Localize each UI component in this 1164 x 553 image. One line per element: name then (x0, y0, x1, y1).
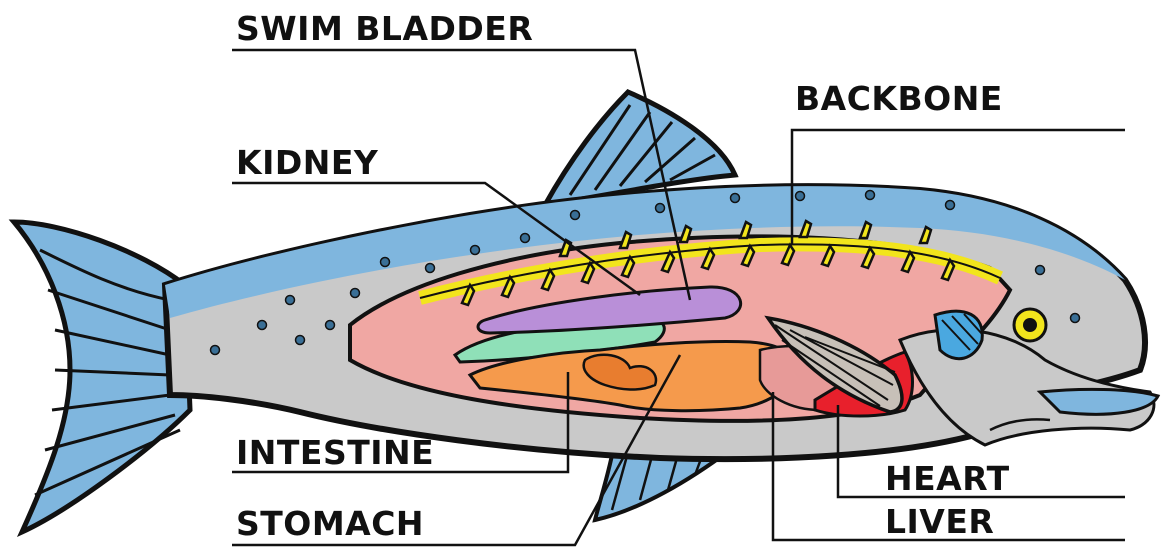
tail-fin (14, 222, 190, 532)
label-liver: LIVER (885, 505, 994, 538)
gill (935, 311, 982, 359)
label-intestine: INTESTINE (236, 436, 434, 469)
label-stomach: STOMACH (236, 507, 424, 540)
label-backbone: BACKBONE (795, 82, 1003, 115)
label-kidney: KIDNEY (236, 146, 378, 179)
label-heart: HEART (885, 462, 1010, 495)
label-swim-bladder: SWIM BLADDER (236, 12, 533, 45)
